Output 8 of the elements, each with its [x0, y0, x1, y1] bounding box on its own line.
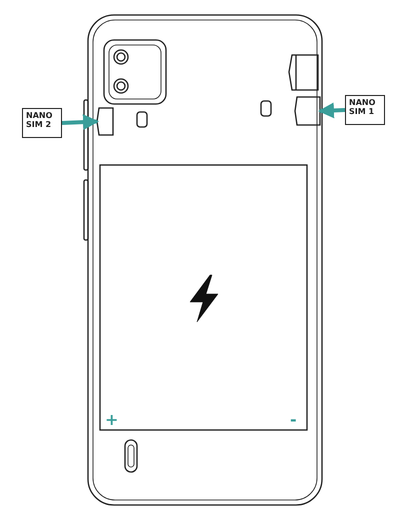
sim-slot: [294, 96, 321, 126]
callout-label: NANO SIM 2: [22, 108, 62, 138]
polarity-mark: +: [105, 412, 118, 428]
arrow: [62, 114, 99, 130]
polarity-mark: -: [290, 412, 297, 428]
sim-slot: [96, 107, 114, 136]
callout-label: NANO SIM 1: [345, 95, 385, 125]
arrow: [318, 102, 346, 118]
